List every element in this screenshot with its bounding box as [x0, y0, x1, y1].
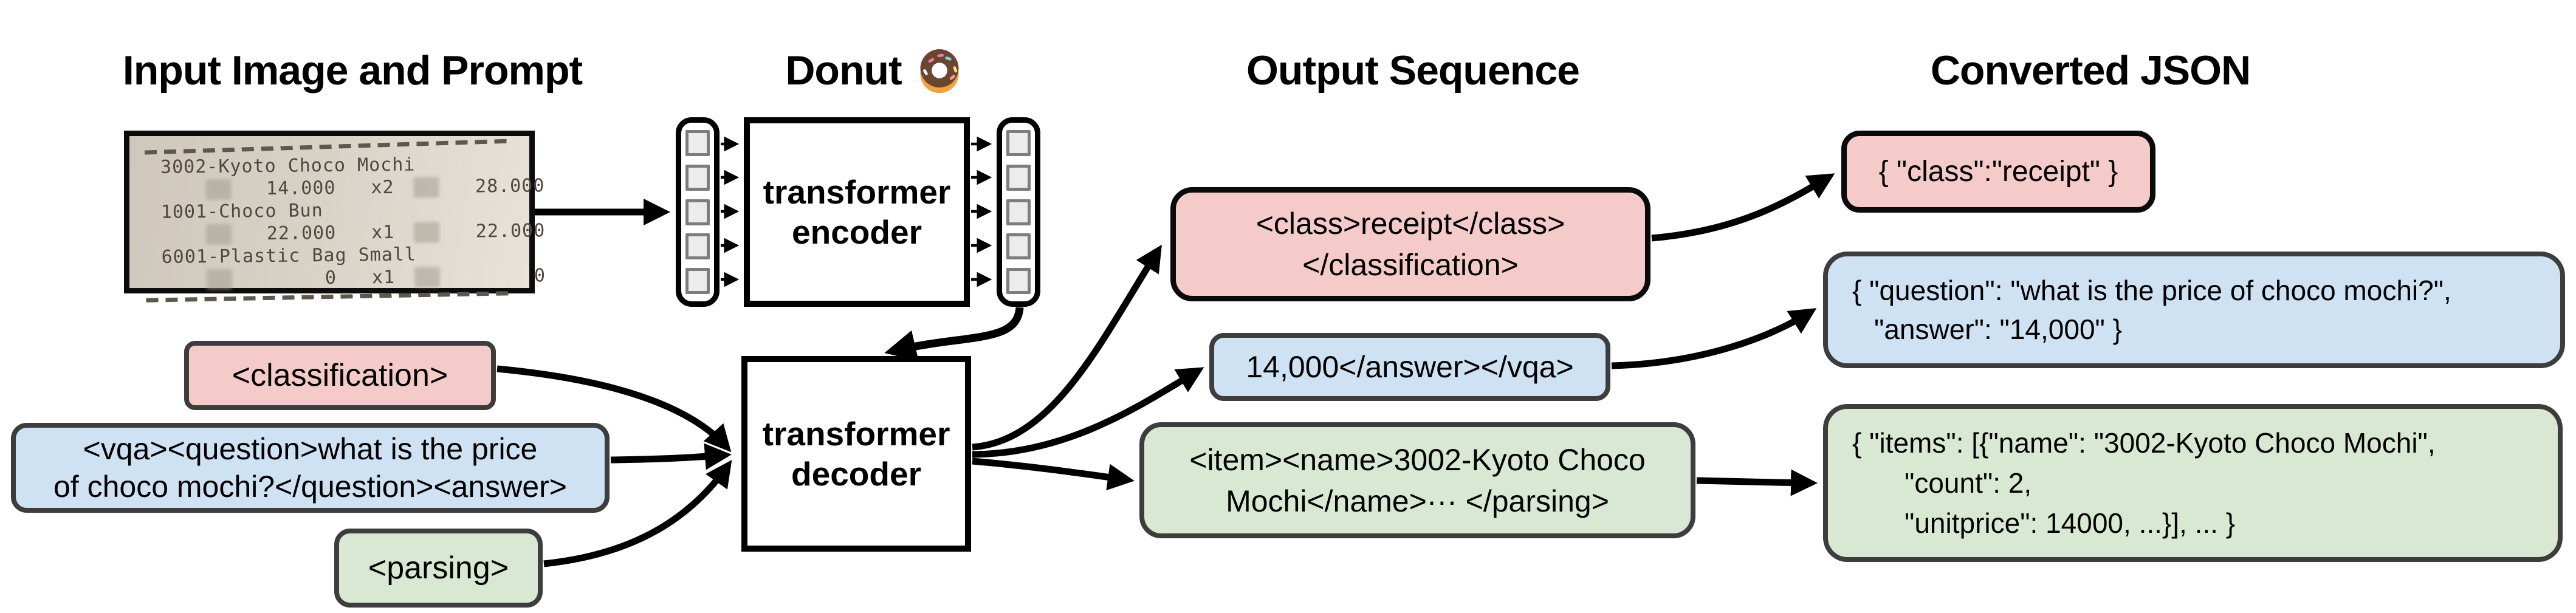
receipt-dashed-rule — [146, 291, 515, 303]
arrow-decoder-to-out-parsing — [972, 457, 1135, 491]
censor-blur — [413, 176, 439, 198]
output-classification-box: <class>receipt</class> </classification> — [1170, 187, 1650, 301]
donut-icon — [920, 49, 959, 94]
arrow-out-to-json-classification — [1651, 173, 1835, 242]
receipt-item-name: 6001-Plastic Bag Small — [161, 244, 417, 268]
censor-blur — [414, 221, 440, 243]
model-column-title: Donut — [717, 41, 1033, 100]
transformer-decoder-box: transformer decoder — [741, 356, 971, 552]
transformer-encoder-box: transformer encoder — [744, 117, 970, 307]
receipt-item-name: 1001-Choco Bun — [160, 200, 323, 223]
output-vqa-box: 14,000</answer></vqa> — [1209, 333, 1610, 401]
receipt-unit-price: 22.000 — [266, 222, 337, 245]
json-classification-line1: { "class":"receipt" } — [1878, 156, 2118, 188]
patch-token — [685, 130, 710, 156]
input-patch-token-column — [676, 117, 720, 307]
json-parsing-line2: "count": 2, — [1905, 467, 2032, 499]
arrow-out-to-json-parsing — [1696, 469, 1818, 496]
output-parsing-line2: Mochi</name>··· </parsing> — [1226, 484, 1609, 518]
receipt-qty: x2 — [371, 176, 394, 199]
receipt-item-price-row: 22.000 x1 22.000 — [139, 220, 545, 246]
receipt-item-price-row: 0 x1 0 — [140, 265, 546, 291]
prompt-classification-text: <classification> — [232, 358, 448, 393]
output-classification-line2: </classification> — [1302, 248, 1519, 282]
patch-token — [685, 268, 710, 294]
json-parsing-line3: "unitprice": 14000, ...}], ... } — [1905, 507, 2236, 539]
receipt-item-name: 3002-Kyoto Choco Mochi — [160, 154, 416, 178]
embedding-token — [1006, 130, 1031, 156]
encoder-label-line1: transformer — [763, 173, 951, 211]
receipt-input-image: 3002-Kyoto Choco Mochi 14.000 x2 28.000 … — [124, 131, 546, 303]
receipt-total: 28.000 — [475, 175, 545, 197]
prompt-vqa-box: <vqa><question>what is the price of choc… — [11, 423, 610, 513]
json-vqa-box: { "question": "what is the price of choc… — [1823, 252, 2565, 368]
json-classification-box: { "class":"receipt" } — [1841, 131, 2155, 213]
receipt-item-price-row: 14.000 x2 28.000 — [139, 175, 545, 201]
prompt-vqa-line1: <vqa><question>what is the price — [83, 432, 538, 466]
receipt-unit-price: 14.000 — [266, 177, 336, 200]
json-title-text: Converted JSON — [1930, 47, 2251, 94]
output-title-text: Output Sequence — [1246, 47, 1580, 94]
json-column-title: Converted JSON — [1872, 41, 2309, 100]
output-vqa-line1: 14,000</answer></vqa> — [1246, 350, 1574, 384]
patch-token — [685, 199, 710, 225]
receipt-total: 0 — [534, 265, 546, 287]
decoder-label-line1: transformer — [762, 415, 950, 453]
output-parsing-box: <item><name>3002-Kyoto Choco Mochi</name… — [1139, 422, 1695, 538]
patch-token — [685, 233, 710, 260]
output-parsing-line1: <item><name>3002-Kyoto Choco — [1189, 442, 1646, 477]
receipt-dashed-rule — [144, 139, 513, 155]
receipt-content: 3002-Kyoto Choco Mochi 14.000 x2 28.000 … — [139, 139, 546, 303]
json-parsing-line1: { "items": [{"name": "3002-Kyoto Choco M… — [1852, 427, 2436, 459]
input-column-title: Input Image and Prompt — [91, 41, 614, 100]
prompt-parsing-text: <parsing> — [368, 550, 509, 586]
censor-blur — [414, 266, 441, 288]
receipt-qty: x1 — [371, 221, 395, 244]
censor-blur — [205, 179, 232, 200]
prompt-vqa-line2: of choco mochi?</question><answer> — [53, 470, 567, 504]
input-title-text: Input Image and Prompt — [122, 47, 583, 94]
encoder-label-line2: encoder — [792, 213, 922, 251]
decoder-label-line2: decoder — [791, 455, 921, 493]
arrows-tokens-to-encoder — [721, 136, 740, 287]
receipt-total: 22.000 — [475, 220, 546, 242]
censor-blur — [206, 224, 232, 245]
encoded-embedding-column — [997, 117, 1040, 307]
json-parsing-box: { "items": [{"name": "3002-Kyoto Choco M… — [1823, 404, 2563, 562]
patch-token — [685, 164, 710, 191]
receipt-unit-price: 0 — [325, 267, 337, 289]
output-column-title: Output Sequence — [1209, 41, 1616, 100]
prompt-classification-box: <classification> — [184, 341, 496, 410]
model-title-text: Donut — [785, 47, 902, 94]
arrows-encoder-to-tokens — [971, 136, 992, 287]
embedding-token — [1006, 268, 1031, 294]
prompt-parsing-box: <parsing> — [334, 529, 543, 608]
embedding-token — [1006, 233, 1031, 260]
arrow-vqa-to-decoder — [610, 443, 732, 470]
embedding-token — [1006, 199, 1031, 225]
arrow-out-to-json-vqa — [1611, 308, 1817, 369]
arrow-tokens-to-decoder — [884, 307, 1024, 361]
json-vqa-line2: "answer": "14,000" } — [1874, 313, 2123, 345]
json-vqa-line1: { "question": "what is the price of choc… — [1852, 275, 2451, 306]
censor-blur — [206, 269, 233, 290]
embedding-token — [1006, 164, 1031, 191]
receipt-qty: x1 — [371, 266, 396, 289]
output-classification-line1: <class>receipt</class> — [1255, 207, 1565, 241]
